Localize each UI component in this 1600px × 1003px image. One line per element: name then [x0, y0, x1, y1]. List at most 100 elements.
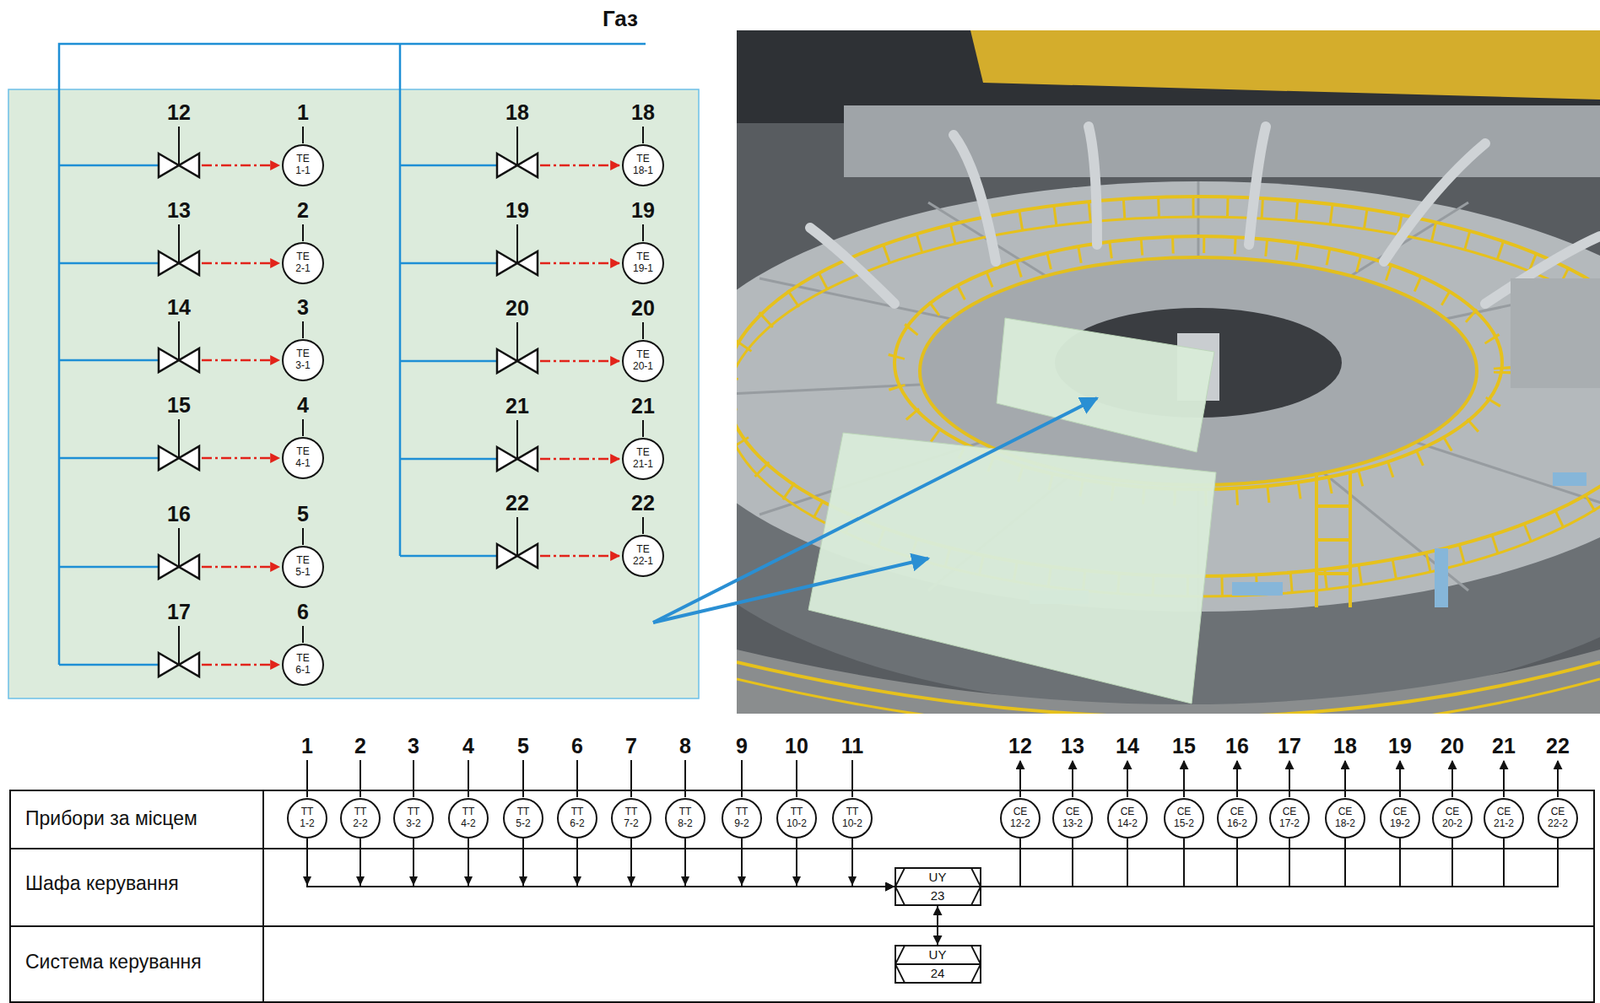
instrument-number: 2-1	[295, 263, 310, 276]
instrument-number: 5-2	[515, 818, 530, 831]
callout-number: 21	[505, 395, 530, 417]
valve-stem	[178, 224, 180, 264]
callout-number: 21	[1491, 735, 1516, 757]
tag-stem	[302, 626, 304, 644]
callout-number: 3	[407, 735, 420, 757]
gas-branch	[400, 360, 498, 363]
process-lines	[59, 43, 1558, 887]
valve-symbol	[497, 349, 538, 373]
instrument-number: 8-2	[677, 818, 692, 831]
instrument-tag: TE	[296, 446, 309, 459]
instrument-tag: TE	[296, 348, 309, 361]
instrument-tag: TE	[296, 251, 309, 264]
gas-branch	[59, 664, 159, 667]
signal-line	[852, 838, 895, 887]
pipe	[810, 227, 895, 304]
valve-stem	[516, 224, 519, 264]
callout-number: 20	[631, 297, 655, 319]
instrument-number: 9-2	[734, 818, 749, 831]
valve-stem	[516, 322, 519, 362]
temperature-transmitter: TT9-2	[721, 798, 763, 839]
valve-symbol	[158, 653, 200, 677]
tag-stem	[302, 126, 304, 144]
valve-stem	[516, 517, 519, 557]
valve-symbol	[158, 555, 200, 579]
callout-number: 12	[167, 102, 191, 124]
instrument-tag: CE	[1065, 806, 1081, 819]
instrument-tag: TE	[636, 153, 649, 166]
signal-line	[741, 838, 895, 887]
callout-number: 14	[1115, 735, 1140, 757]
signal-line	[981, 838, 1074, 887]
table-rule	[10, 925, 1595, 928]
table-rule	[262, 790, 265, 1003]
leader-line	[740, 760, 743, 798]
pipe	[1248, 126, 1266, 245]
instrument-number: 3-2	[405, 818, 421, 831]
instrument-tag: CE	[1445, 806, 1460, 819]
instrument-number: 21-2	[1493, 818, 1514, 831]
instrument-tag: UY	[929, 870, 947, 886]
instrument-tag: TE	[296, 153, 309, 166]
control-link	[540, 555, 620, 558]
callout-number: 2	[297, 200, 309, 222]
gas-branch	[59, 359, 159, 363]
control-link	[201, 164, 280, 168]
callout-number: 14	[167, 297, 191, 319]
leader-line	[851, 760, 854, 798]
callout-number: 22	[505, 492, 530, 514]
instrument-tag: TT	[407, 806, 421, 819]
control-element: CE14-2	[1107, 798, 1148, 839]
signal-line	[936, 906, 939, 946]
instrument-number: 1-1	[295, 165, 310, 178]
location-arrow	[653, 558, 929, 623]
signal-line	[577, 838, 895, 887]
panel-location	[808, 432, 1217, 704]
callout-number: 19	[505, 200, 530, 222]
instrument-tag: CE	[1230, 806, 1245, 819]
gas-branch	[400, 262, 498, 265]
callout-number: 16	[167, 503, 191, 525]
instrument-number: 19-1	[632, 263, 654, 276]
instrument-number: 22-2	[1547, 818, 1568, 831]
gas-branch	[59, 262, 159, 265]
controller-block: UY23	[894, 867, 982, 907]
valve-symbol	[497, 251, 538, 276]
ladder-rung	[1316, 572, 1351, 576]
valve-stem	[178, 419, 180, 459]
temperature-element: TE4-1	[281, 437, 325, 480]
callout-number: 13	[167, 200, 191, 222]
instrument-number: 6-2	[569, 818, 584, 831]
controller-block: UY24	[894, 945, 982, 984]
leader-line	[522, 760, 525, 798]
blue-pipe	[1552, 472, 1587, 487]
pipes	[810, 126, 1600, 304]
instrument-tag: TT	[735, 806, 749, 819]
callout-number: 17	[167, 601, 191, 623]
temperature-element: TE2-1	[281, 242, 325, 285]
temperature-transmitter: TT2-2	[340, 798, 381, 839]
furnace-photo	[736, 30, 1600, 714]
gas-branch	[59, 457, 159, 460]
blue-pipe	[1232, 582, 1283, 596]
temperature-element: TE21-1	[621, 437, 665, 481]
leader-arrow	[1556, 761, 1559, 798]
instrument-number: 24	[930, 966, 946, 982]
row-header: Прибори за місцем	[25, 809, 198, 829]
temperature-transmitter: TT7-2	[610, 798, 652, 839]
tag-stem	[302, 528, 304, 546]
instrument-number: 1-2	[299, 818, 314, 831]
callout-number: 12	[1008, 735, 1033, 757]
temperature-transmitter: TT4-2	[448, 798, 489, 839]
tag-stem	[642, 517, 644, 535]
valve-symbol	[497, 447, 538, 471]
signal-line	[360, 838, 895, 887]
callout-number: 11	[841, 735, 864, 757]
instrument-tag: CE	[1120, 806, 1136, 819]
valve-symbol	[158, 251, 200, 276]
temperature-transmitter: TT8-2	[664, 798, 706, 839]
valve-symbol	[158, 153, 200, 178]
callout-number: 3	[297, 297, 309, 319]
signal-line	[981, 838, 1401, 887]
leader-arrow	[1126, 761, 1129, 798]
